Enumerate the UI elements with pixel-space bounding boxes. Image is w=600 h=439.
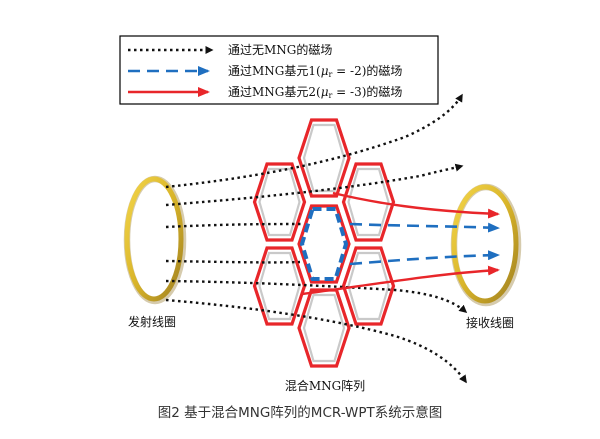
hex-center-blue-boundary	[300, 207, 348, 281]
hex-cell	[252, 246, 307, 326]
legend-item-mng1: 通过MNG基元1(μr = -2)的磁场	[228, 63, 402, 79]
hex-cell	[252, 162, 307, 242]
field-line-black	[165, 163, 464, 207]
field-line-red	[332, 191, 500, 219]
transmit-coil	[124, 176, 184, 302]
legend-item-no-mng: 通过无MNG的磁场	[228, 42, 332, 57]
legend: 通过无MNG的磁场 通过MNG基元1(μr = -2)的磁场 通过MNG基元2(…	[119, 35, 439, 105]
field-line-black	[165, 279, 468, 313]
hex-cell	[297, 288, 351, 368]
field-lines-mng2	[301, 191, 500, 296]
hex-cell-inner	[347, 167, 390, 237]
field-line-black	[165, 222, 303, 229]
hex-cell-center	[297, 204, 351, 284]
transmit-coil-label: 发射线圈	[128, 314, 176, 329]
array-label: 混合MNG阵列	[285, 378, 365, 393]
field-line-black	[165, 259, 301, 264]
hex-cell-inner	[258, 167, 301, 237]
hex-cell-inner	[258, 251, 301, 321]
hex-cell-inner	[302, 293, 346, 363]
field-lines-no-mng	[165, 93, 468, 384]
field-line-black	[165, 298, 467, 384]
figure-caption: 图2 基于混合MNG阵列的MCR-WPT系统示意图	[158, 404, 443, 421]
receive-coil	[451, 184, 519, 304]
hex-cell-inner	[302, 123, 346, 193]
hex-cell	[297, 118, 351, 198]
mng-hexagon-array	[252, 118, 396, 368]
field-line-red	[301, 265, 500, 296]
legend-item-mng2: 通过MNG基元2(μr = -3)的磁场	[228, 84, 402, 100]
receive-coil-label: 接收线圈	[466, 315, 514, 330]
hex-cell-inner	[347, 251, 390, 321]
hex-cell	[341, 162, 396, 242]
hex-cell	[341, 246, 396, 326]
field-line-black	[165, 93, 464, 189]
